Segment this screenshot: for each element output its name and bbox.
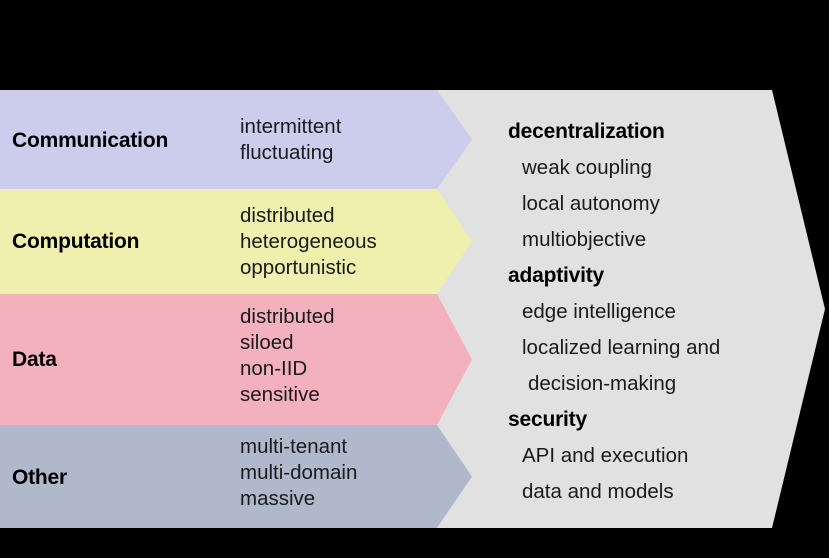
outcome-item: multiobjective	[522, 228, 647, 251]
band-attributes-computation: distributed heterogeneous opportunistic	[240, 203, 377, 281]
outcome-group-decentralization: decentralization weak coupling local aut…	[508, 114, 778, 258]
outcome-item: API and execution	[522, 444, 689, 467]
outcome-group-adaptivity: adaptivity edge intelligence localized l…	[508, 258, 778, 402]
band-attribute: distributed	[240, 204, 335, 227]
band-attribute: intermittent	[240, 115, 342, 138]
band-arrow-data	[0, 294, 472, 425]
outcome-item: weak coupling	[522, 156, 652, 179]
band-arrow-computation	[0, 189, 472, 294]
outcome-item: decision-making	[528, 372, 677, 395]
band-attribute: fluctuating	[240, 141, 334, 164]
band-attribute: multi-tenant	[240, 435, 348, 458]
band-arrow-other	[0, 425, 472, 528]
band-attribute: opportunistic	[240, 256, 357, 279]
outcome-item: data and models	[522, 480, 674, 503]
band-attribute: non-IID	[240, 357, 308, 380]
outcome-item: localized learning and	[522, 336, 721, 359]
band-attribute: siloed	[240, 331, 294, 354]
outcome-group-security: security API and execution data and mode…	[508, 402, 778, 510]
outcome-item: local autonomy	[522, 192, 660, 215]
band-attributes-communication: intermittent fluctuating	[240, 114, 341, 166]
band-attributes-data: distributed siloed non-IID sensitive	[240, 304, 335, 408]
band-title-computation: Computation	[12, 230, 140, 253]
band-attributes-other: multi-tenant multi-domain massive	[240, 434, 357, 512]
band-attribute: multi-domain	[240, 461, 358, 484]
outcomes-column: decentralization weak coupling local aut…	[508, 114, 778, 510]
outcome-heading: adaptivity	[508, 264, 605, 287]
outcome-item: edge intelligence	[522, 300, 676, 323]
band-arrow-communication	[0, 90, 472, 189]
band-attribute: sensitive	[240, 383, 320, 406]
band-attribute: massive	[240, 487, 316, 510]
band-attribute: distributed	[240, 305, 335, 328]
outcome-heading: security	[508, 408, 587, 431]
band-title-communication: Communication	[12, 129, 169, 152]
band-attribute: heterogeneous	[240, 230, 377, 253]
band-title-other: Other	[12, 466, 68, 489]
band-title-data: Data	[12, 348, 57, 371]
outcome-heading: decentralization	[508, 120, 665, 143]
